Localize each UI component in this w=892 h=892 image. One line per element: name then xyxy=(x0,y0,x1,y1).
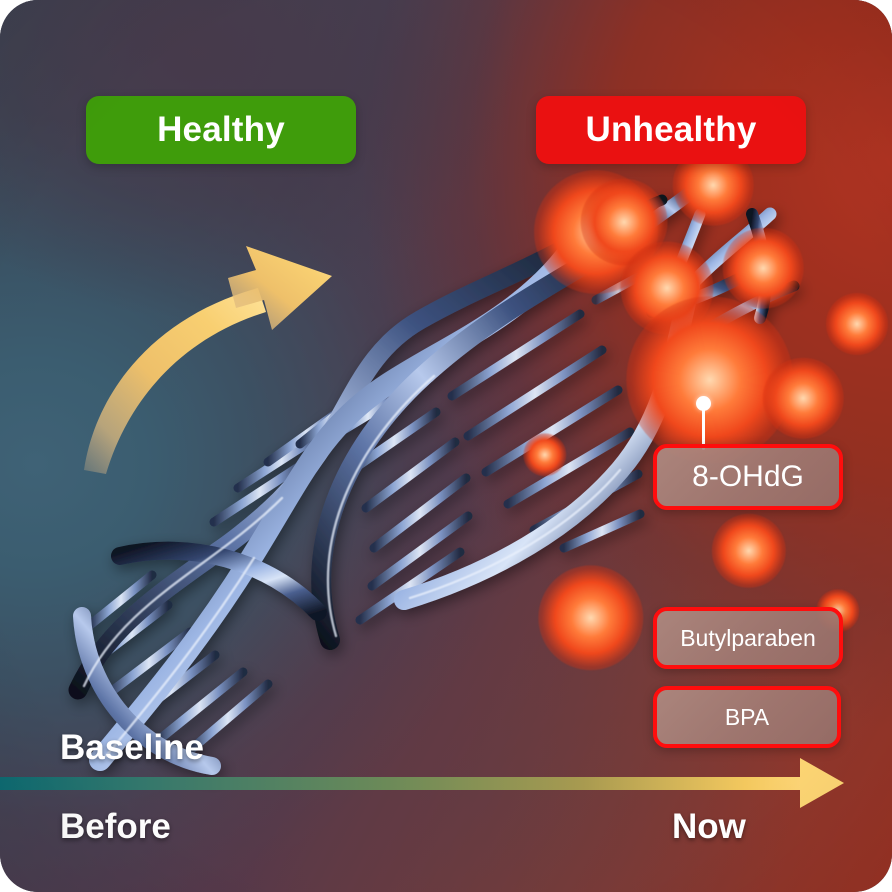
biomarker-chip-butylparaben[interactable]: Butylparaben xyxy=(653,607,843,669)
damage-particle xyxy=(711,513,787,589)
damage-particle xyxy=(722,227,804,309)
leader-dot xyxy=(696,396,711,411)
baseline-label: Baseline xyxy=(60,728,204,768)
damage-particle xyxy=(762,357,844,439)
biomarker-chip-bpa[interactable]: BPA xyxy=(653,686,841,748)
healthy-badge[interactable]: Healthy xyxy=(86,96,356,164)
biomarker-chip-8ohdg[interactable]: 8-OHdG xyxy=(653,444,843,510)
damage-particle xyxy=(538,565,644,671)
unhealthy-badge[interactable]: Unhealthy xyxy=(536,96,806,164)
timeline-arrow-icon xyxy=(800,758,844,808)
curved-up-right-arrow-icon xyxy=(84,246,332,474)
damage-particle xyxy=(826,293,888,355)
now-label: Now xyxy=(672,807,746,847)
timeline-axis-line xyxy=(0,777,810,790)
before-label: Before xyxy=(60,807,171,847)
leader-line xyxy=(702,404,705,450)
damage-particle xyxy=(523,433,567,477)
